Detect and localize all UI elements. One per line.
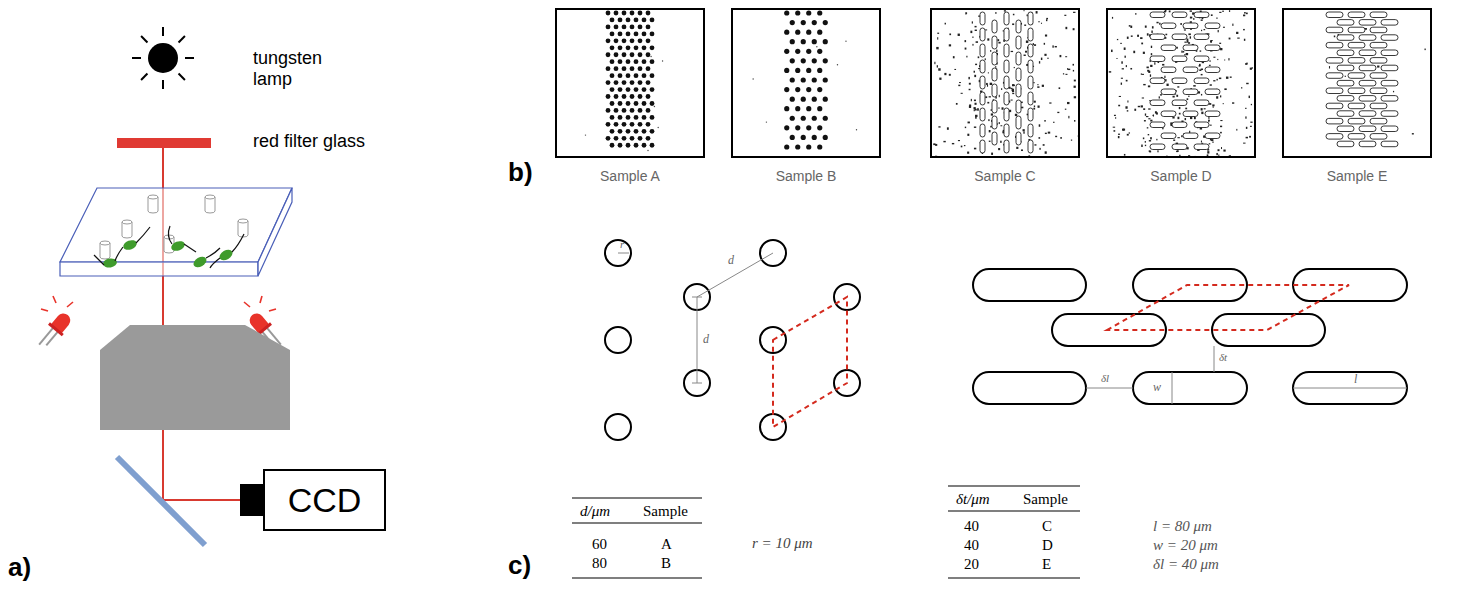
table-header: Sample — [643, 503, 688, 520]
dimension-label: d — [703, 333, 709, 347]
mirror — [117, 457, 205, 545]
parameter-note: r = 10 μm — [752, 535, 813, 552]
sample-image: Sample D — [1106, 8, 1256, 158]
table-cell: 80 — [592, 555, 607, 572]
objective — [100, 350, 290, 430]
dimension-lines — [1086, 346, 1407, 404]
dimension-label: w — [1153, 381, 1161, 395]
micrograph-pattern — [1284, 10, 1430, 156]
sample-caption: Sample A — [555, 168, 705, 184]
table-rules — [572, 486, 1080, 578]
sample-image: Sample A — [555, 8, 705, 158]
dimension-label: d — [728, 254, 734, 268]
red-filter — [117, 138, 211, 148]
lamp-symbol — [132, 27, 194, 89]
table-cell: E — [1042, 556, 1051, 573]
parameter-note: l = 80 μm — [1153, 518, 1212, 535]
sample-caption: Sample C — [930, 168, 1080, 184]
table-header: δt/μm — [956, 491, 990, 508]
micrograph-pattern — [932, 10, 1078, 156]
table-cell: A — [661, 536, 672, 553]
sample-image: Sample C — [930, 8, 1080, 158]
dimension-lines — [618, 253, 773, 383]
parameter-note: δl = 40 μm — [1153, 556, 1219, 573]
table-cell: D — [1042, 537, 1053, 554]
camera-lens — [240, 484, 264, 516]
panel-letter: c) — [508, 551, 531, 581]
table-cell: 20 — [964, 556, 979, 573]
sample-image: Sample E — [1282, 8, 1432, 158]
parameter-note: w = 20 μm — [1153, 537, 1218, 554]
sample-caption: Sample D — [1106, 168, 1256, 184]
sample-caption: Sample B — [731, 168, 881, 184]
dimension-label: l — [1354, 373, 1357, 387]
panel-letter: a) — [8, 553, 31, 583]
panel-letter: b) — [508, 158, 533, 188]
dimension-label: δt — [1219, 351, 1227, 364]
elongated-pillars — [973, 269, 1407, 404]
table-header: Sample — [1023, 491, 1068, 508]
table-cell: C — [1042, 518, 1052, 535]
micrograph-pattern — [557, 10, 703, 156]
table-cell: 40 — [964, 518, 979, 535]
light-beam — [163, 499, 242, 501]
sample-caption: Sample E — [1282, 168, 1432, 184]
micrograph-pattern — [1108, 10, 1254, 156]
table-cell: 60 — [592, 536, 607, 553]
table-cell: B — [661, 555, 671, 572]
led-rays — [41, 296, 276, 311]
camera-label: CCD — [288, 483, 362, 517]
dimension-label: δl — [1101, 372, 1109, 385]
table-cell: 40 — [964, 537, 979, 554]
unit-cell — [1107, 285, 1349, 330]
unit-cell — [773, 297, 847, 427]
micrograph-pattern — [733, 10, 879, 156]
camera-box: CCD — [263, 469, 386, 531]
sample-chamber — [60, 188, 292, 276]
part-name: tungsten lamp — [253, 48, 348, 89]
led-left — [35, 309, 75, 352]
pillar-lattice — [605, 240, 860, 440]
table-header: d/μm — [580, 503, 610, 520]
part-name: red filter glass — [253, 131, 365, 152]
dimension-label: r — [620, 238, 624, 251]
sample-image: Sample B — [731, 8, 881, 158]
objective — [100, 325, 290, 350]
